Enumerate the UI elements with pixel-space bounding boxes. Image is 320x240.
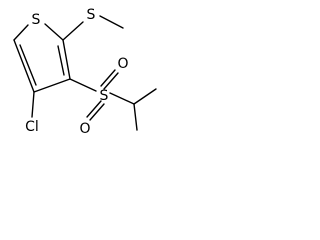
bond-s-ch3	[99, 15, 124, 29]
atom-labels: S S S O O Cl	[25, 7, 128, 137]
atom-s-thioether: S	[87, 7, 96, 23]
bond-c2-s	[62, 21, 84, 41]
bond-c3-c4	[33, 78, 71, 93]
bond-c4-cl	[31, 91, 35, 118]
atom-cl: Cl	[25, 119, 39, 135]
bond-c2-c3	[62, 39, 71, 80]
atom-s-ring: S	[32, 12, 41, 28]
bond-so2-o-upper-b	[103, 72, 119, 90]
bond-so2-o-lower-a	[86, 100, 102, 118]
atom-s-sulfonyl: S	[100, 88, 109, 104]
atom-o-lower: O	[79, 121, 90, 137]
bond-so2-ch	[109, 92, 135, 105]
bond-c4-c5-double	[19, 44, 37, 86]
bond-s1-c2	[44, 23, 64, 41]
bonds	[13, 15, 157, 131]
bond-c5-s1	[13, 24, 29, 41]
bond-ch-ch3-lower	[133, 103, 138, 131]
bond-so2-o-upper-a	[100, 69, 116, 87]
atom-o-upper: O	[117, 56, 128, 72]
bond-c4-c5	[13, 39, 35, 93]
bond-ch-ch3-upper	[133, 88, 157, 105]
bond-c2-c3-double	[57, 45, 65, 76]
bond-c3-so2	[69, 78, 97, 92]
bond-so2-o-lower-b	[89, 103, 105, 121]
structure-diagram: S S S O O Cl	[13, 7, 157, 137]
